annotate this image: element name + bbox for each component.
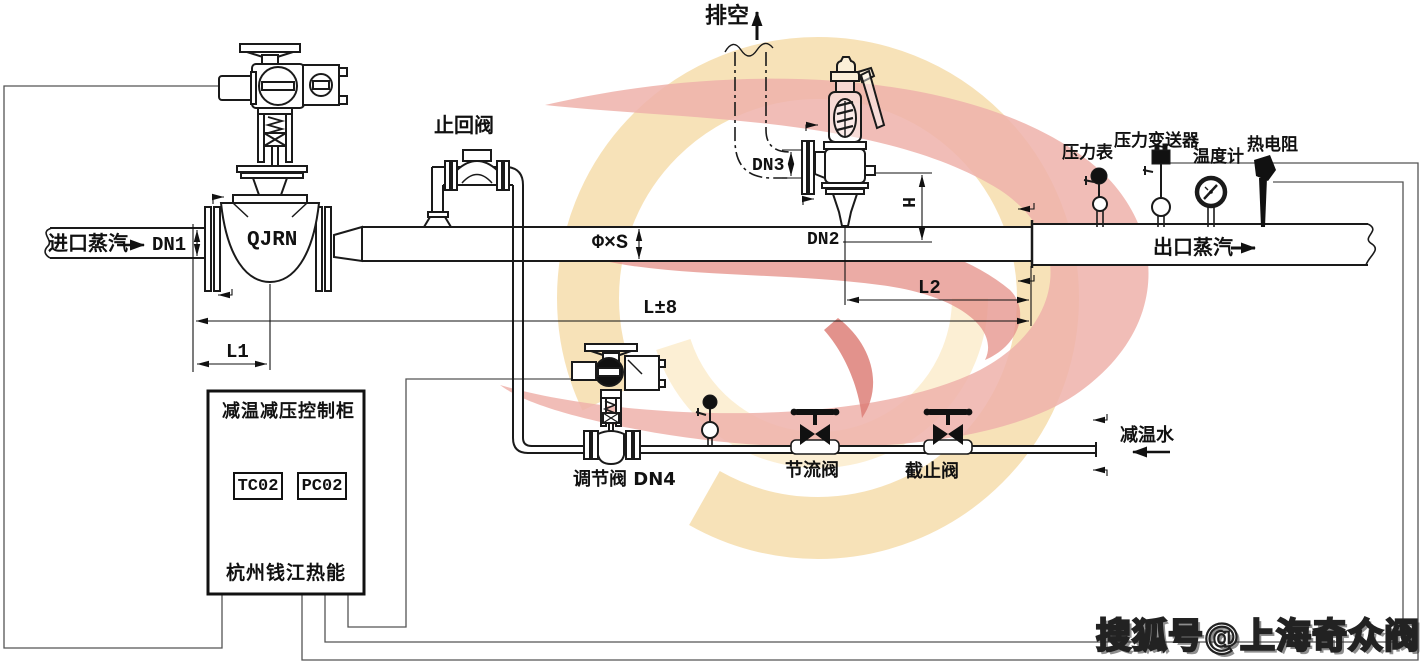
thermometer-icon bbox=[1194, 175, 1228, 227]
water-riser-pipe bbox=[512, 185, 533, 454]
rtd-icon bbox=[1254, 155, 1276, 227]
regulating-valve-assembly bbox=[571, 343, 666, 466]
vent-pipe bbox=[734, 52, 791, 179]
safety-valve-lever bbox=[859, 69, 886, 130]
pressure-transmitter-icon bbox=[1142, 143, 1171, 227]
cooling-water-label: 减温水 bbox=[1120, 425, 1174, 446]
vent-label: 排空 bbox=[705, 4, 750, 29]
pressure-gauge-label: 压力表 bbox=[1062, 143, 1113, 163]
cabinet-brand-label: 杭州钱江热能 bbox=[226, 562, 347, 584]
electric-actuator-icon bbox=[218, 43, 348, 179]
throttle-valve-label: 节流阀 bbox=[785, 460, 839, 481]
l1-dim-label: L1 bbox=[226, 341, 249, 363]
wire-to-regulating-actuator bbox=[347, 378, 572, 628]
h-dim-label: H bbox=[897, 197, 917, 208]
signal-wires bbox=[3, 85, 1419, 661]
check-valve-label: 止回阀 bbox=[434, 113, 494, 137]
wire-to-pressure-transmitter bbox=[301, 162, 1419, 661]
rtd-label: 热电阻 bbox=[1247, 135, 1298, 155]
main-valve-assembly bbox=[204, 43, 348, 292]
dn1-label: DN1 bbox=[152, 234, 187, 256]
tc02-box: TC02 bbox=[233, 472, 283, 500]
throttle-valve-icon bbox=[790, 408, 840, 455]
water-line-gauge-icon bbox=[695, 394, 719, 446]
pressure-gauge-icon bbox=[1083, 167, 1108, 227]
flow-arrows bbox=[117, 11, 1256, 458]
dn3-label: DN3 bbox=[752, 156, 785, 176]
dn2-label: DN2 bbox=[807, 230, 840, 250]
dimension-lines bbox=[192, 121, 1108, 476]
check-valve-icon bbox=[444, 149, 510, 191]
regulating-valve-label: 调节阀 DN4 bbox=[573, 469, 676, 490]
inlet-pipe bbox=[44, 227, 205, 259]
pc02-box: PC02 bbox=[297, 472, 347, 500]
pc02-label: PC02 bbox=[301, 476, 343, 496]
outlet-steam-label: 出口蒸汽 bbox=[1153, 235, 1233, 259]
qjrn-label: QJRN bbox=[247, 229, 298, 252]
stop-valve-icon bbox=[923, 408, 973, 455]
wire-to-main-actuator bbox=[3, 85, 223, 649]
pressure-transmitter-label: 压力变送器 bbox=[1114, 131, 1199, 151]
phi-s-label: Φ×S bbox=[592, 232, 629, 255]
vent-pipe-break bbox=[724, 42, 774, 57]
stop-valve-label: 截止阀 bbox=[905, 461, 959, 482]
inlet-steam-label: 进口蒸汽 bbox=[48, 231, 128, 255]
globe-valve-body bbox=[204, 177, 332, 292]
watermark-text: 搜狐号@上海奇众阀门 bbox=[1095, 616, 1421, 658]
safety-valve-icon bbox=[801, 56, 886, 227]
l8-dim-label: L±8 bbox=[643, 297, 678, 319]
outlet-pipe bbox=[1032, 223, 1377, 266]
wire-to-rtd bbox=[324, 181, 1404, 643]
l2-dim-label: L2 bbox=[918, 277, 941, 299]
tc02-label: TC02 bbox=[237, 476, 279, 496]
thermometer-label: 温度计 bbox=[1193, 147, 1244, 167]
cabinet-title-label: 减温减压控制柜 bbox=[222, 401, 355, 422]
